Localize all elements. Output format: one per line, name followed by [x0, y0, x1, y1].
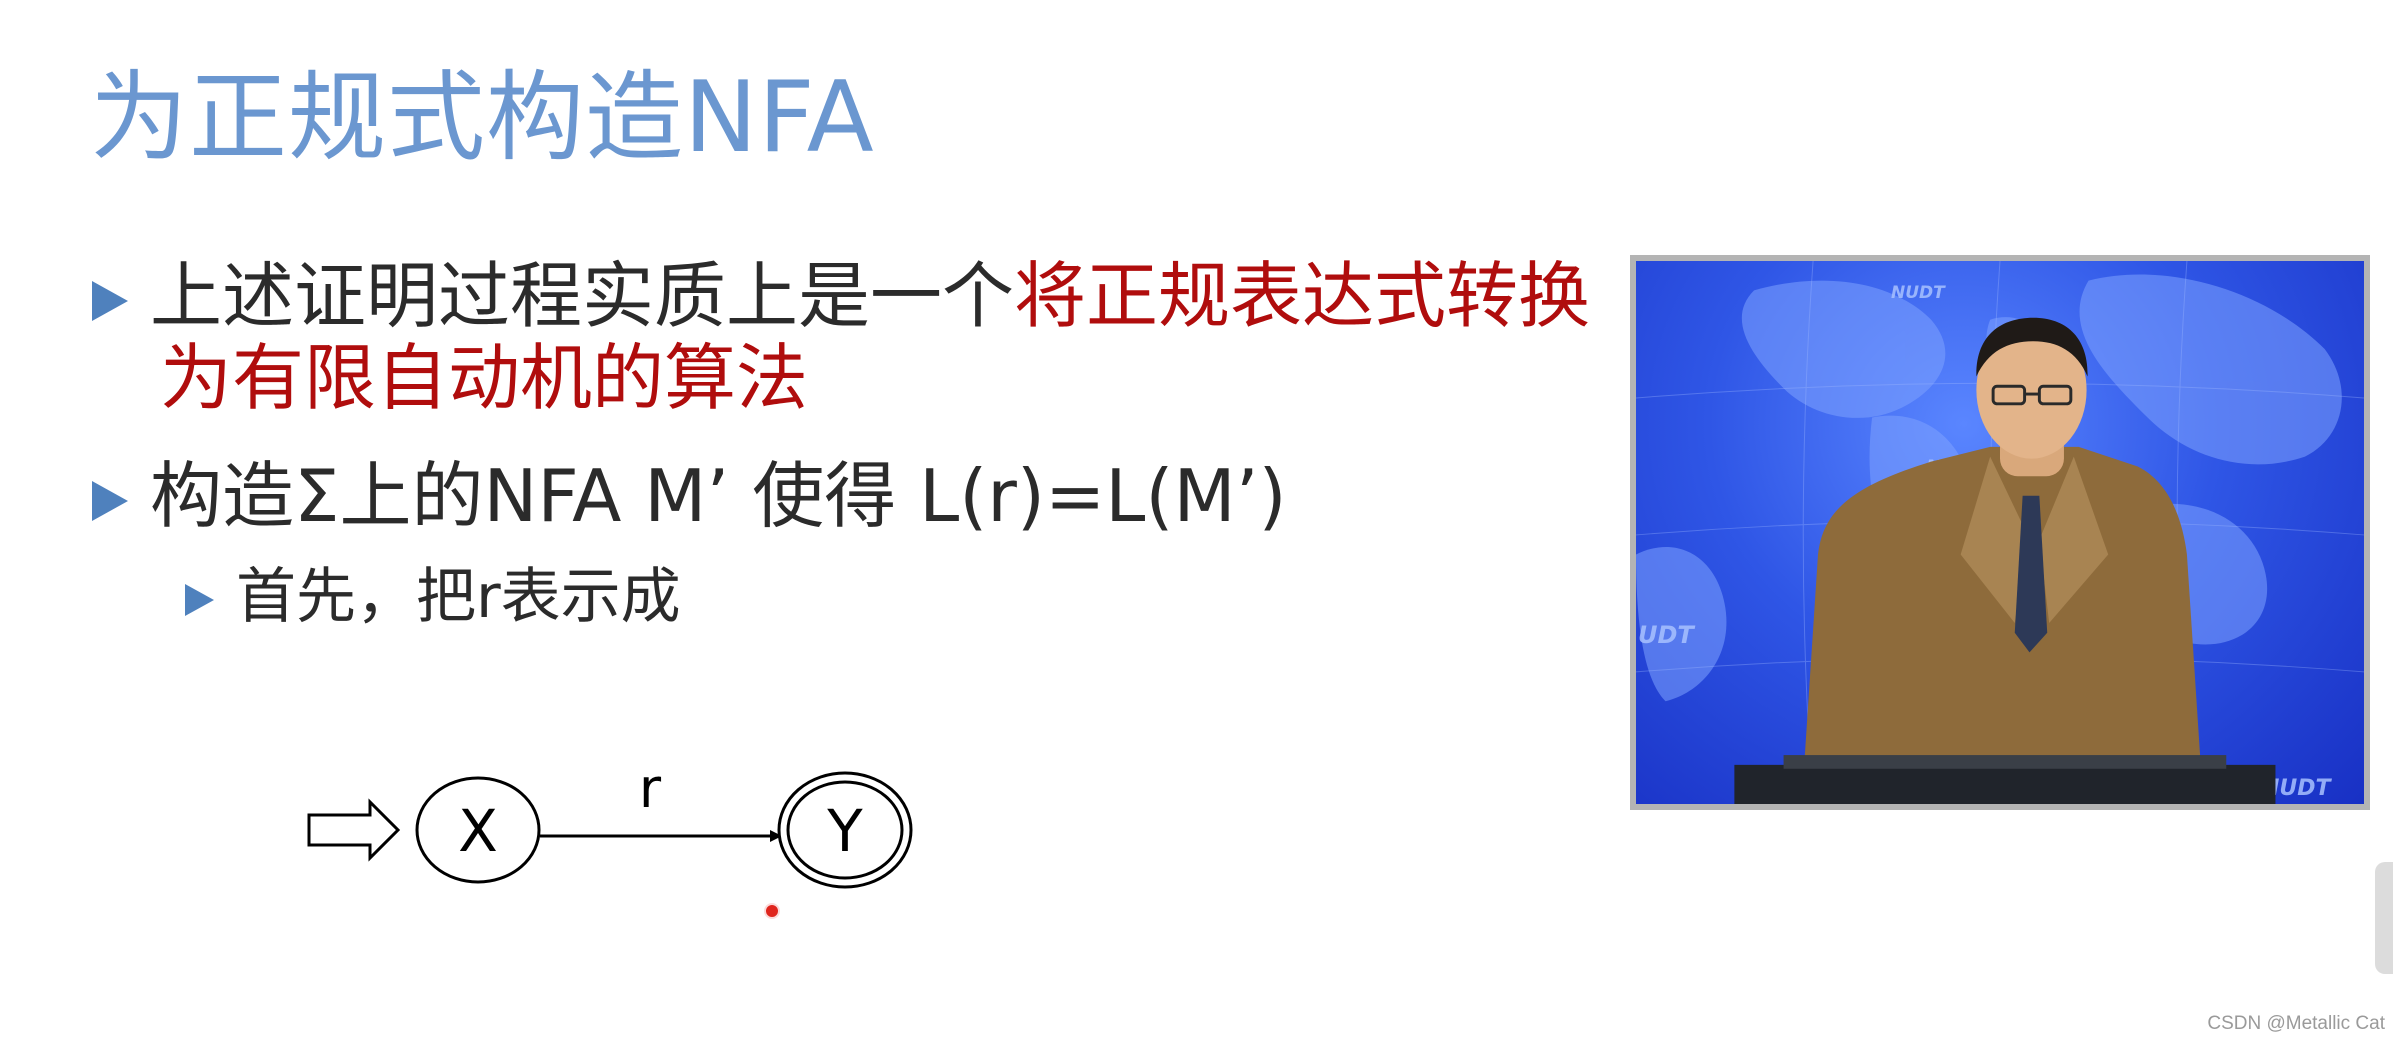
transition-label: r [639, 757, 662, 820]
sub-bullet-text: 首先，把r表示成 [236, 562, 681, 632]
bullet-1-emphasis-a: 将正规表达式转换 [1014, 254, 1591, 338]
state-y-inner-circle [786, 780, 904, 880]
video-watermark-3: UDT [1638, 621, 1694, 649]
nfa-diagram: X r Y [307, 757, 913, 889]
bullet-2-text: 构造Σ上的NFA M’ 使得 L(r)=L(M’) [150, 454, 1287, 538]
start-arrow-icon [307, 798, 401, 862]
laser-pointer-dot [764, 903, 780, 919]
right-edge-tab[interactable] [2375, 862, 2393, 974]
bullet-1-emphasis-b: 为有限自动机的算法 [160, 336, 809, 420]
state-x-circle [415, 776, 541, 884]
bullet-1-text: 上述证明过程实质上是一个 [150, 254, 1015, 338]
bullet-triangle-icon [92, 481, 128, 522]
video-watermark-1: NUDT [1891, 283, 1945, 303]
csdn-watermark: CSDN @Metallic Cat [2207, 1013, 2385, 1034]
sub-bullet-triangle-icon [185, 584, 214, 617]
state-y-label: Y [826, 797, 863, 865]
presenter-figure [1734, 317, 2276, 804]
lecturer-video[interactable]: NUDT NUDT UDT NUDT [1630, 255, 2370, 810]
bullet-2: 构造Σ上的NFA M’ 使得 L(r)=L(M’) [92, 455, 1287, 537]
sub-bullet: 首先，把r表示成 [185, 562, 681, 632]
state-x-label: X [458, 797, 498, 865]
bullet-triangle-icon [92, 281, 128, 322]
bullet-1: 上述证明过程实质上是一个将正规表达式转换 为有限自动机的算法 [92, 255, 1590, 419]
slide-title: 为正规式构造NFA [90, 61, 875, 175]
